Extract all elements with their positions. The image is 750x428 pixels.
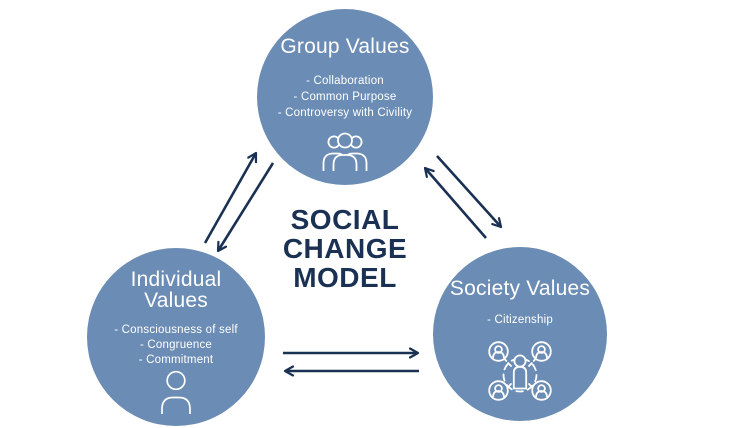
value-item: - Congruence	[139, 339, 213, 351]
title-line: CHANGE	[282, 233, 408, 264]
diagram-title: SOCIAL CHANGE MODEL	[245, 205, 445, 292]
title-line: SOCIAL	[290, 204, 400, 235]
society-values-circle: Society Values - Citizenship	[433, 247, 607, 421]
group-people-icon	[322, 131, 368, 176]
group-values-circle: Group Values - Collaboration - Common Pu…	[257, 9, 433, 185]
value-item: - Commitment	[138, 354, 214, 366]
single-person-icon	[160, 370, 192, 419]
group-values-list: - Collaboration - Common Purpose - Contr…	[278, 73, 412, 121]
value-item: - Collaboration	[306, 75, 384, 87]
individual-values-circle: Individual Values - Consciousness of sel…	[87, 248, 265, 426]
society-values-heading: Society Values	[449, 277, 591, 300]
value-item: - Controversy with Civility	[277, 107, 413, 119]
value-item: - Common Purpose	[293, 91, 397, 103]
value-item: - Citizenship	[487, 314, 553, 326]
individual-values-heading: Individual Values	[130, 268, 222, 312]
group-values-heading: Group Values	[280, 35, 410, 58]
title-line: MODEL	[293, 262, 397, 293]
society-values-list: - Citizenship	[487, 313, 553, 328]
community-network-icon	[488, 340, 552, 407]
arrow-group-to-society	[436, 155, 501, 227]
value-item: - Consciousness of self	[114, 324, 238, 336]
individual-values-list: - Consciousness of self - Congruence - C…	[114, 323, 238, 368]
